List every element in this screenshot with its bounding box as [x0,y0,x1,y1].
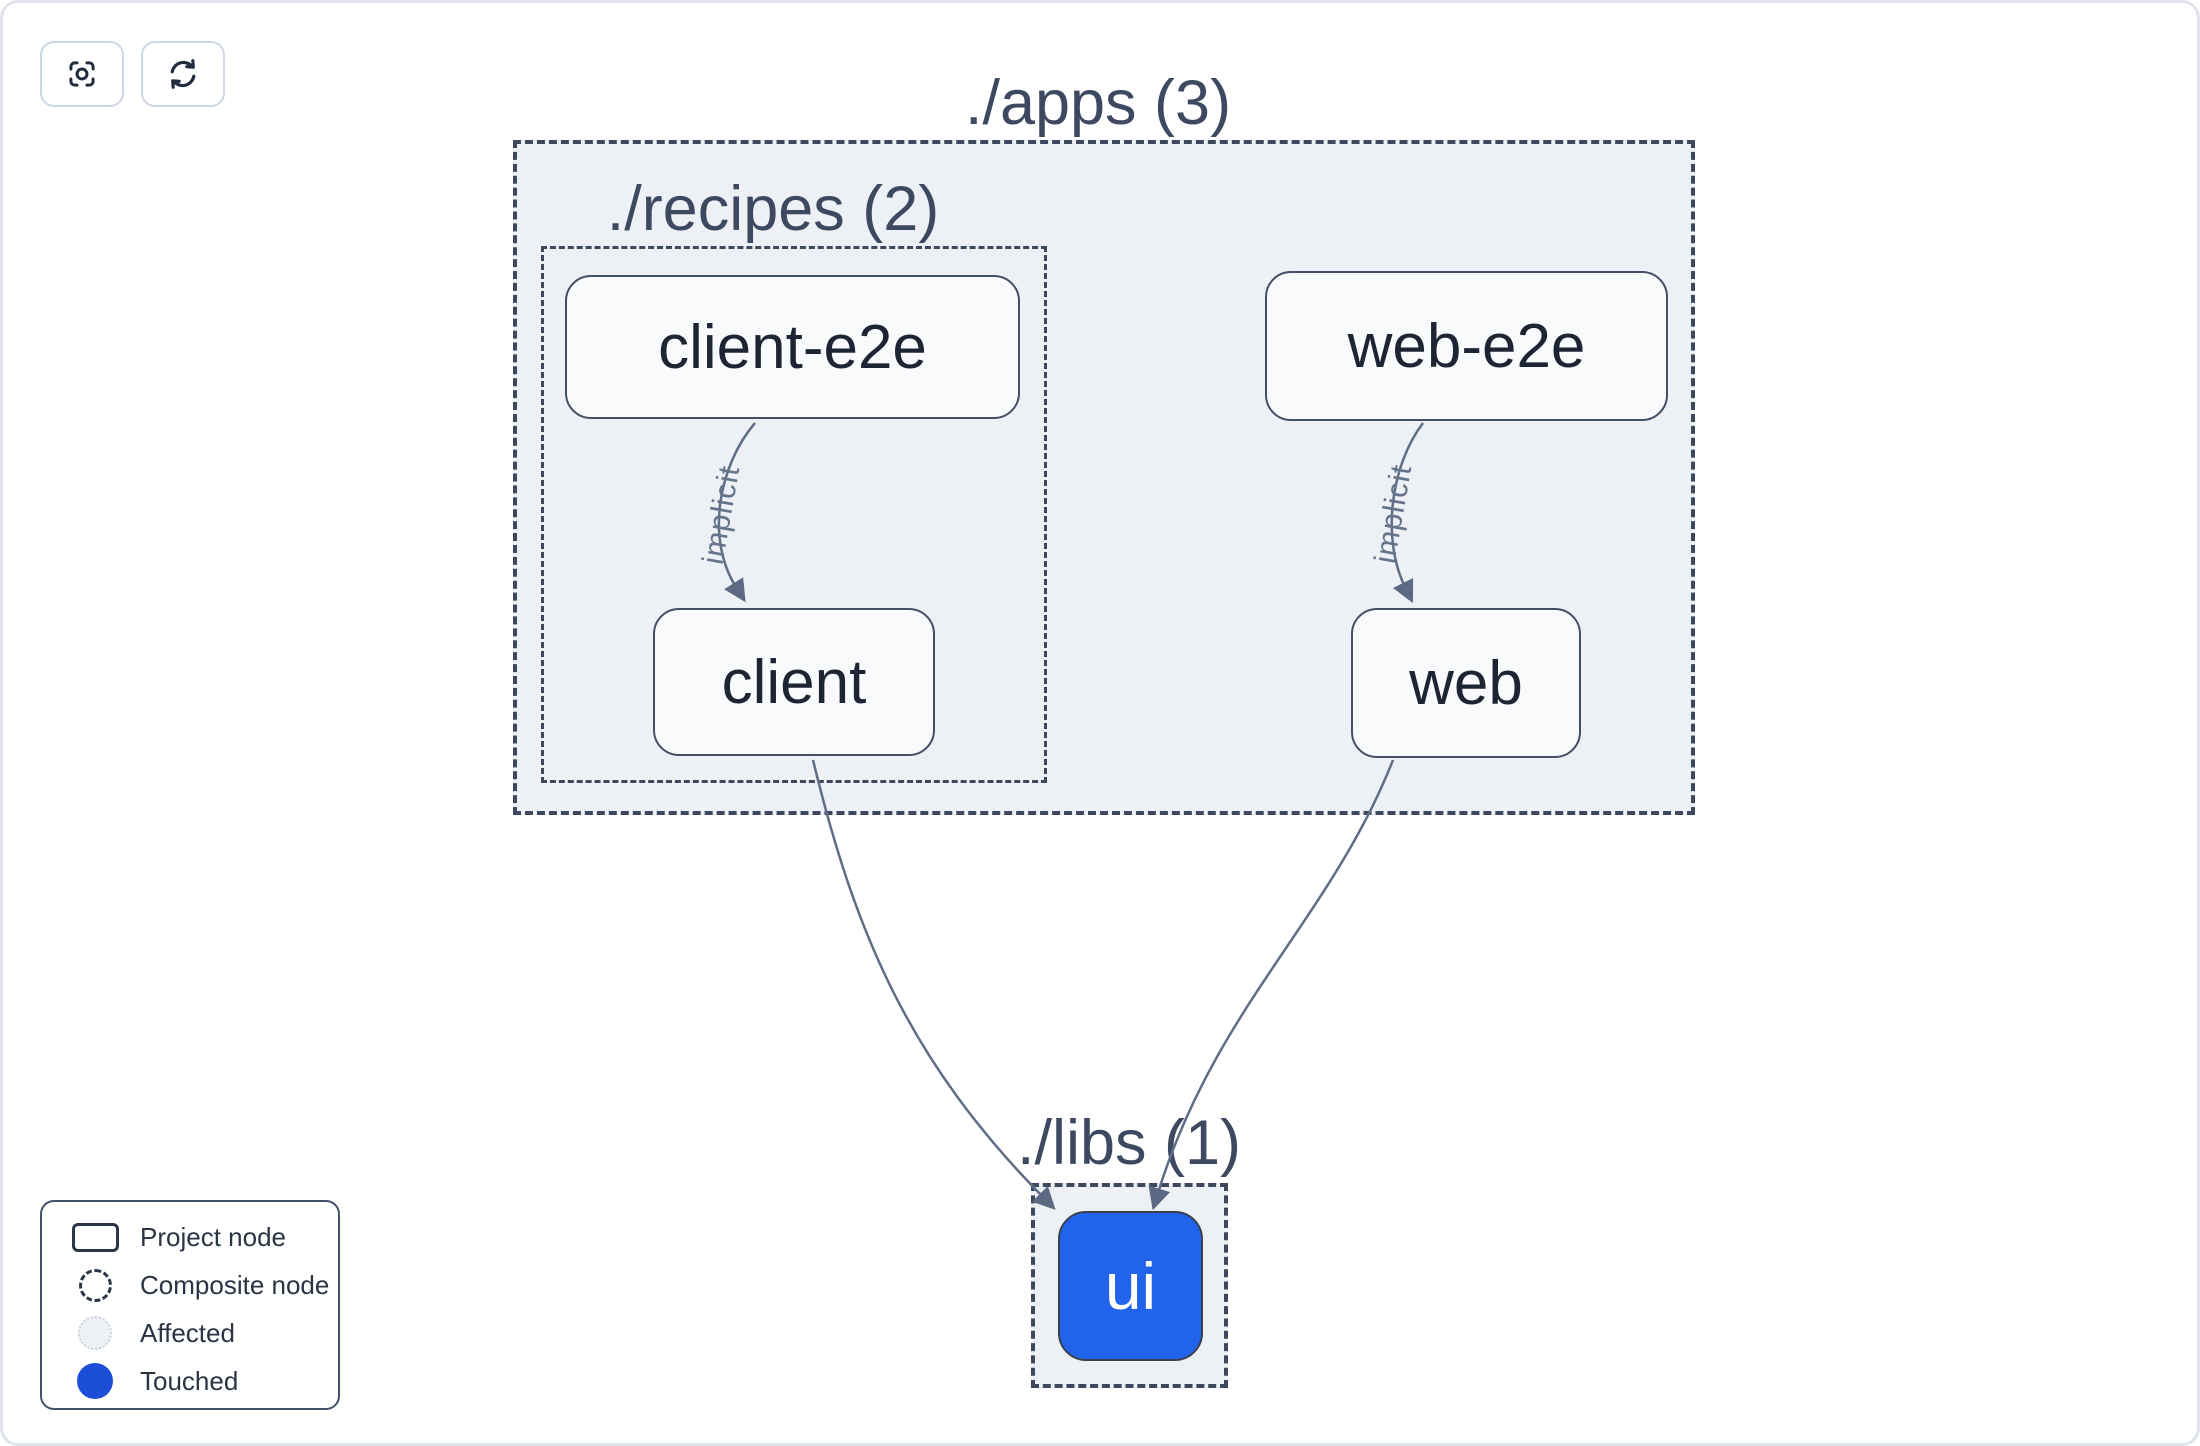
legend-row-composite-node: Composite node [42,1261,338,1309]
legend-row-project-node: Project node [42,1213,338,1261]
group-libs-title: ./libs (1) [1016,1108,1242,1178]
legend: Project node Composite node Affected Tou… [40,1200,340,1410]
affected-swatch-icon [62,1316,128,1350]
group-recipes-title: ./recipes (2) [606,174,940,244]
legend-label: Touched [140,1365,239,1396]
node-client-e2e[interactable]: client-e2e [565,275,1020,419]
composite-node-swatch-icon [62,1268,128,1302]
node-ui[interactable]: ui [1058,1211,1203,1361]
legend-row-affected: Affected [42,1309,338,1357]
legend-label: Affected [140,1317,235,1348]
edge-client-ui [811,759,1056,1210]
legend-label: Project node [140,1221,286,1252]
node-web-e2e[interactable]: web-e2e [1265,271,1668,421]
legend-label: Composite node [140,1269,330,1300]
focus-icon [69,61,95,87]
legend-row-touched: Touched [42,1357,338,1405]
refresh-icon [170,59,196,89]
focus-button[interactable] [40,41,124,107]
touched-swatch-icon [62,1363,128,1399]
group-apps-title: ./apps (3) [964,68,1232,138]
node-client[interactable]: client [653,608,935,756]
project-node-swatch-icon [62,1222,128,1252]
refresh-button[interactable] [141,41,225,107]
node-web[interactable]: web [1351,608,1581,758]
